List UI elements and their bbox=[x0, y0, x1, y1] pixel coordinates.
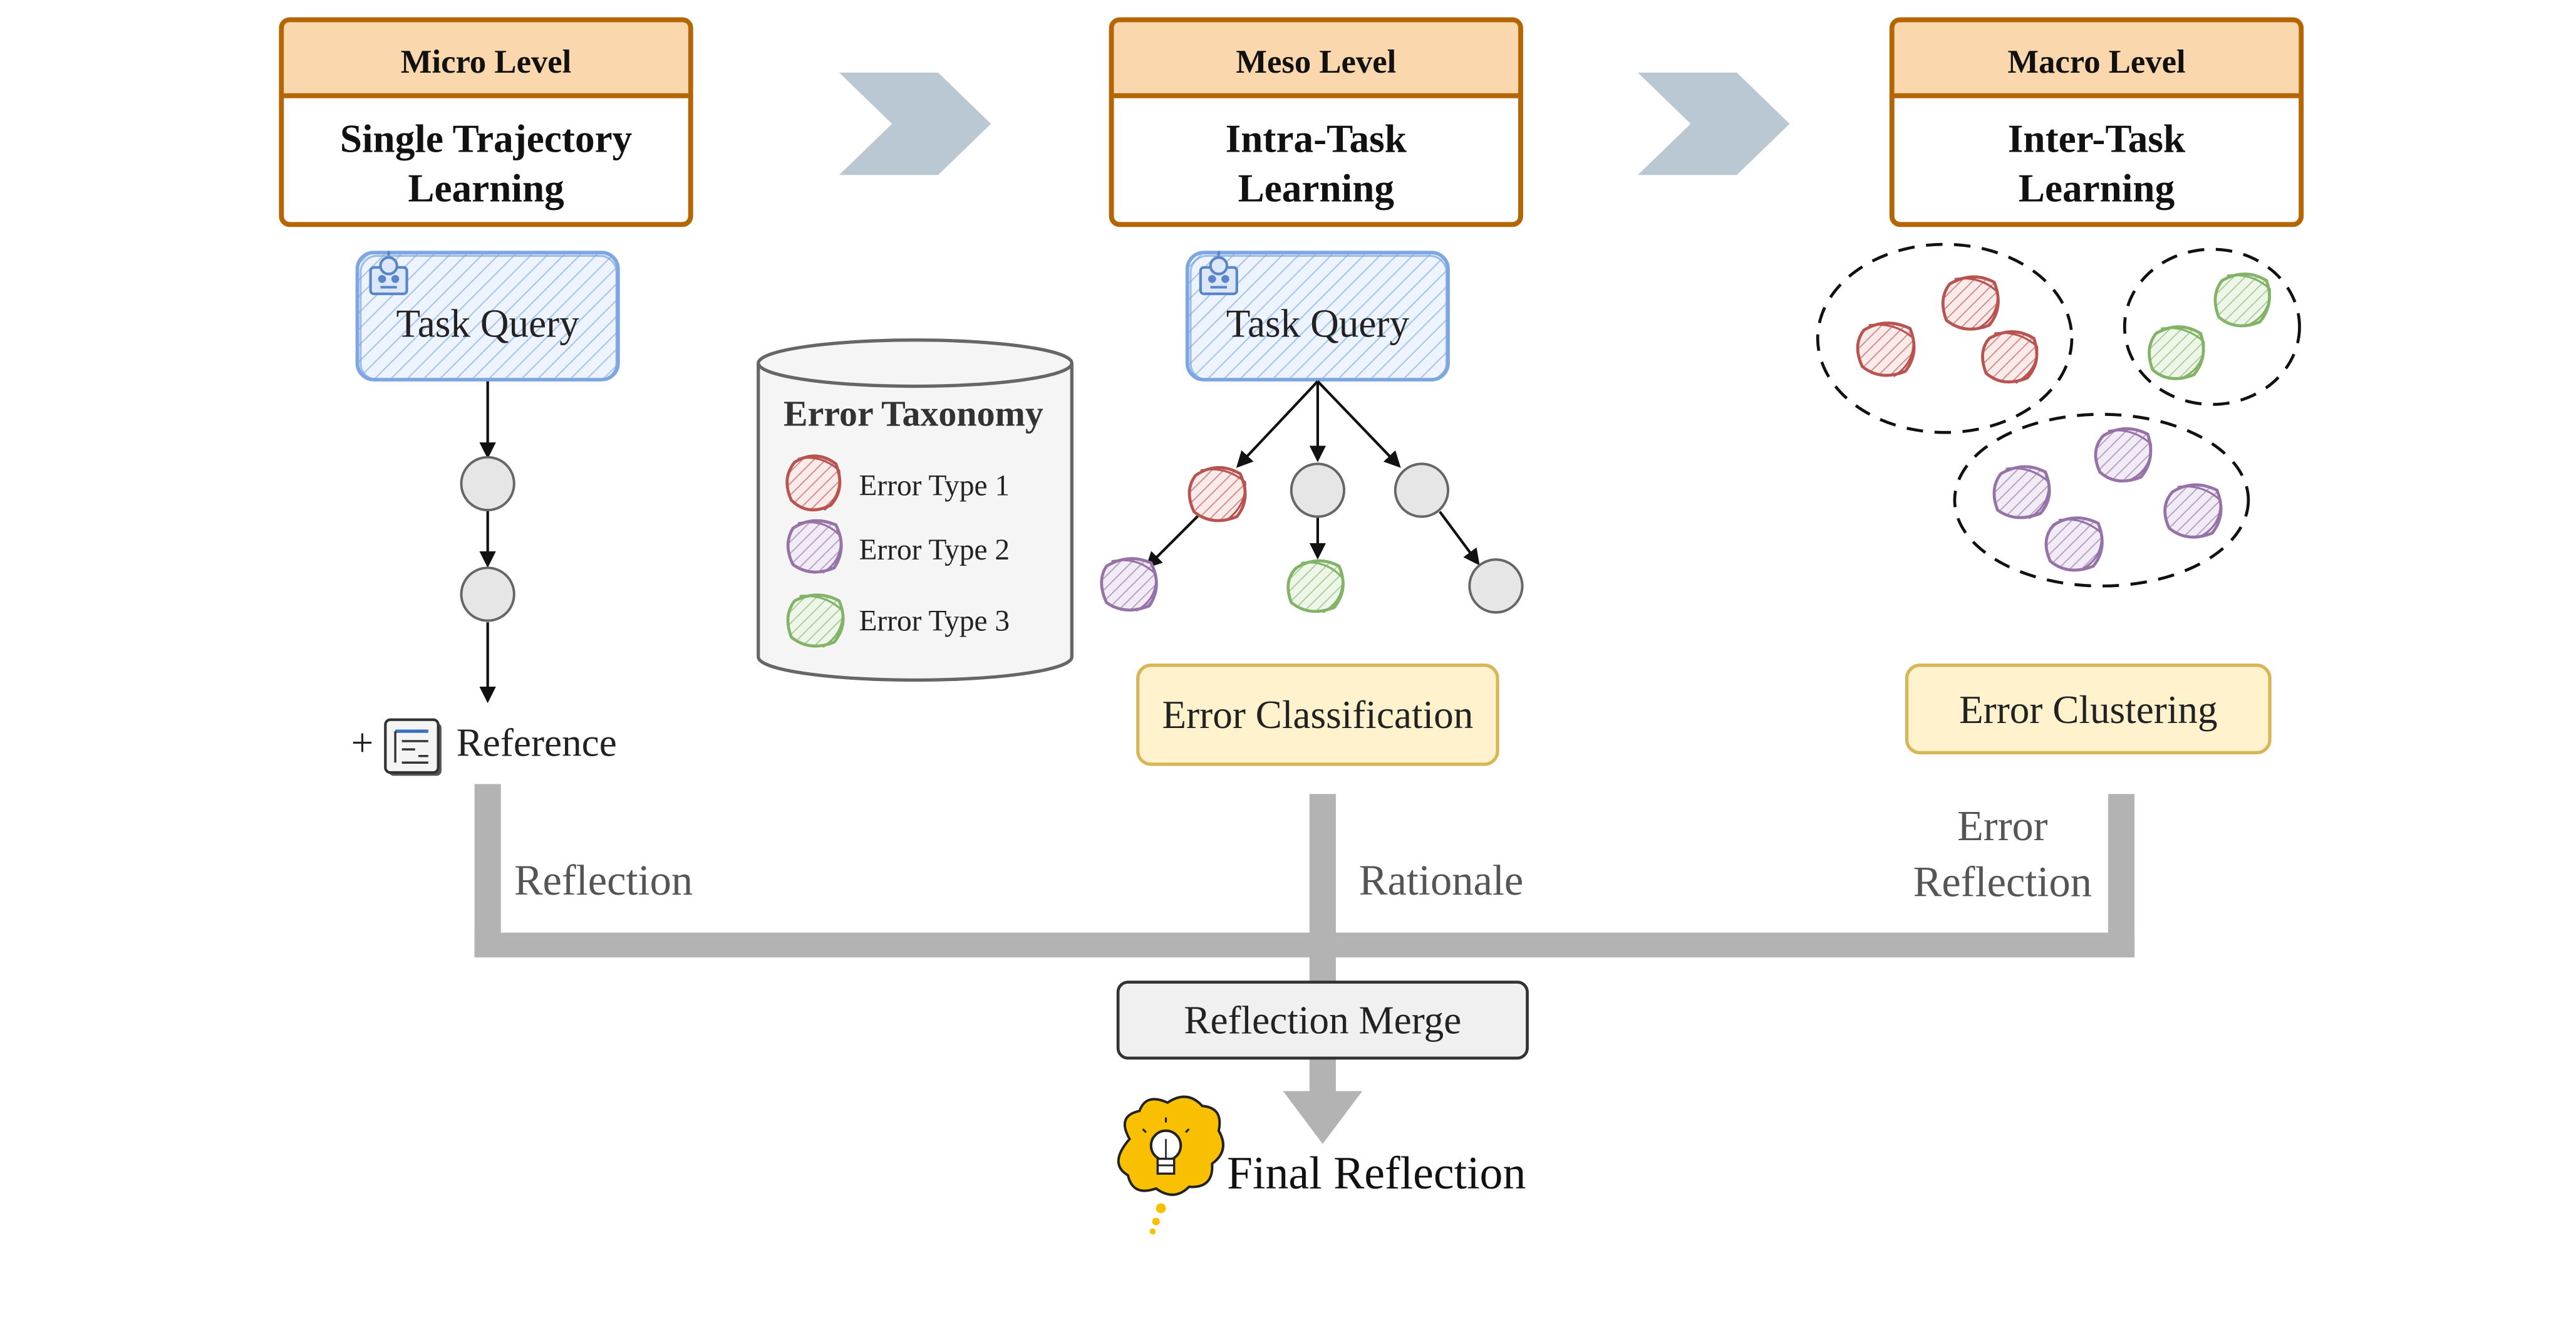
level-title-micro-line2: Learning bbox=[408, 166, 564, 210]
cluster-member-green bbox=[2148, 325, 2205, 380]
level-title-micro-line1: Single Trajectory bbox=[340, 117, 632, 160]
error-type-1-label: Error Type 1 bbox=[859, 469, 1010, 502]
error-type-3-marker bbox=[786, 593, 845, 648]
task-query-label-micro: Task Query bbox=[396, 301, 580, 345]
error-type-3-label: Error Type 3 bbox=[859, 605, 1010, 637]
flow-label-error-reflection-line2: Reflection bbox=[1913, 858, 2092, 906]
cluster-member-purple bbox=[2044, 516, 2104, 572]
cluster-member-purple bbox=[2163, 483, 2223, 539]
level-box-meso: Meso Level Intra-Task Learning bbox=[1109, 17, 1523, 227]
error-clustering-label: Error Clustering bbox=[1959, 688, 2218, 732]
error-type-2-marker bbox=[786, 519, 843, 574]
level-title-meso-line1: Intra-Task bbox=[1226, 117, 1407, 160]
level-header-meso: Meso Level bbox=[1236, 44, 1396, 80]
meso-tree-edges bbox=[1145, 380, 1480, 569]
reference-plus: + bbox=[351, 721, 374, 765]
cluster-member-purple bbox=[1992, 465, 2051, 519]
task-query-meso: Task Query bbox=[1185, 251, 1450, 382]
reference-item: + Reference bbox=[351, 718, 617, 776]
level-title-meso-line2: Learning bbox=[1238, 166, 1394, 210]
level-header-macro: Macro Level bbox=[2007, 44, 2185, 80]
trajectory-step-node bbox=[1468, 558, 1524, 614]
level-title-macro-line2: Learning bbox=[2019, 166, 2175, 210]
document-icon bbox=[384, 718, 442, 776]
level-header-micro: Micro Level bbox=[401, 44, 572, 80]
cluster-purple bbox=[1953, 412, 2250, 588]
trajectory-step-node bbox=[460, 455, 515, 512]
final-reflection-label: Final Reflection bbox=[1227, 1147, 1526, 1199]
error-clustering-box: Error Clustering bbox=[1905, 663, 2272, 755]
robot-icon bbox=[369, 251, 408, 296]
chevron-right-icon bbox=[839, 72, 991, 175]
task-query-micro: Task Query bbox=[355, 251, 620, 382]
flow-label-rationale: Rationale bbox=[1359, 856, 1524, 904]
cluster-member-green bbox=[2213, 273, 2271, 328]
error-taxonomy-database: Error Taxonomy Error Type 1 Error Type 2… bbox=[757, 338, 1073, 682]
error-type-1-marker bbox=[785, 454, 842, 512]
chevron-right-icon bbox=[1638, 72, 1790, 175]
error-clusters bbox=[1816, 242, 2301, 588]
task-query-label-meso: Task Query bbox=[1226, 301, 1410, 345]
robot-icon bbox=[1199, 251, 1238, 296]
reflection-flow-pipes bbox=[474, 784, 2135, 1144]
error-classification-label: Error Classification bbox=[1162, 693, 1474, 737]
cluster-red bbox=[1816, 242, 2074, 434]
meso-error-node-purple bbox=[1100, 557, 1158, 612]
meso-error-node-green bbox=[1286, 559, 1345, 613]
cluster-member-purple bbox=[2094, 427, 2153, 483]
lightbulb-icon bbox=[1117, 1095, 1224, 1235]
cluster-member-red bbox=[1981, 330, 2039, 384]
cluster-member-red bbox=[1856, 321, 1916, 378]
level-title-macro-line1: Inter-Task bbox=[2008, 117, 2186, 160]
flow-label-reflection: Reflection bbox=[514, 856, 693, 904]
cluster-member-red bbox=[1941, 275, 2000, 331]
meso-error-node-red bbox=[1187, 466, 1247, 523]
cluster-green bbox=[2123, 247, 2301, 406]
trajectory-step-node bbox=[1290, 462, 1346, 518]
level-box-macro: Macro Level Inter-Task Learning bbox=[1889, 17, 2304, 227]
reflection-merge-box: Reflection Merge bbox=[1116, 980, 1529, 1060]
flow-label-error-reflection-line1: Error bbox=[1957, 802, 2048, 850]
reflection-merge-label: Reflection Merge bbox=[1184, 998, 1461, 1042]
error-taxonomy-title: Error Taxonomy bbox=[784, 393, 1043, 434]
trajectory-step-node bbox=[1394, 462, 1450, 518]
reference-label: Reference bbox=[457, 721, 617, 765]
error-classification-box: Error Classification bbox=[1136, 663, 1499, 766]
error-type-2-label: Error Type 2 bbox=[859, 534, 1010, 566]
trajectory-step-node bbox=[460, 566, 515, 622]
level-box-micro: Micro Level Single Trajectory Learning bbox=[279, 17, 693, 227]
